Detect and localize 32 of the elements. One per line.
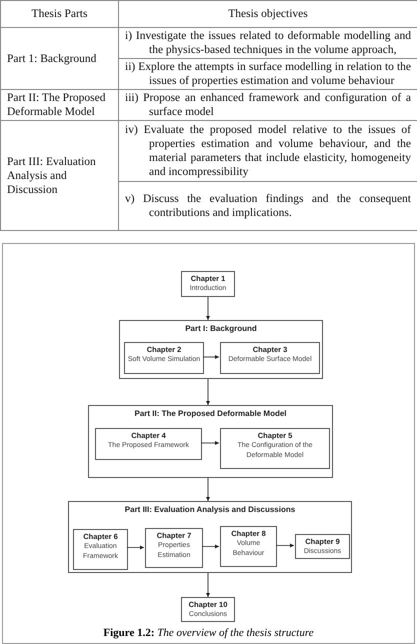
part-box [119, 320, 323, 379]
chapter-box [295, 534, 350, 559]
arrow [206, 478, 210, 502]
arrow [202, 544, 220, 548]
arrow [206, 296, 210, 320]
chapter-box [181, 597, 235, 622]
arrow [206, 572, 210, 598]
figure-caption: Figure 1.2: The overview of the thesis structure [102, 627, 315, 639]
part-heading: Part II: The Proposed Deformable Model [133, 409, 288, 419]
chapter-box [73, 529, 128, 570]
chapter-box [220, 428, 330, 469]
arrow [276, 544, 294, 548]
table-cell: iii) Propose an enhanced framework and configuration of a surface model [118, 90, 417, 120]
table-cell: Part II: The Proposed Deformable Model [0, 90, 118, 120]
chapter-box [145, 528, 203, 568]
part-heading: Part III: Evaluation Analysis and Discussions [124, 505, 296, 515]
part-heading: Part I: Background [184, 324, 258, 334]
table-cell: Part 1: Background [0, 28, 118, 90]
column-header: Thesis Parts [0, 0, 118, 28]
arrow [126, 546, 144, 550]
part-box [88, 405, 333, 478]
table-cell: Part III: Evaluation Analysis and Discussion [0, 120, 118, 230]
part-box [68, 501, 352, 573]
chapter-box [220, 342, 320, 374]
arrow [202, 355, 220, 359]
column-header: Thesis objectives [118, 0, 417, 28]
chapter-box [95, 428, 202, 460]
chapter-box [181, 271, 235, 297]
arrow [200, 441, 220, 445]
chapter-box [124, 342, 204, 374]
chapter-box [220, 526, 277, 567]
arrow [206, 378, 210, 406]
